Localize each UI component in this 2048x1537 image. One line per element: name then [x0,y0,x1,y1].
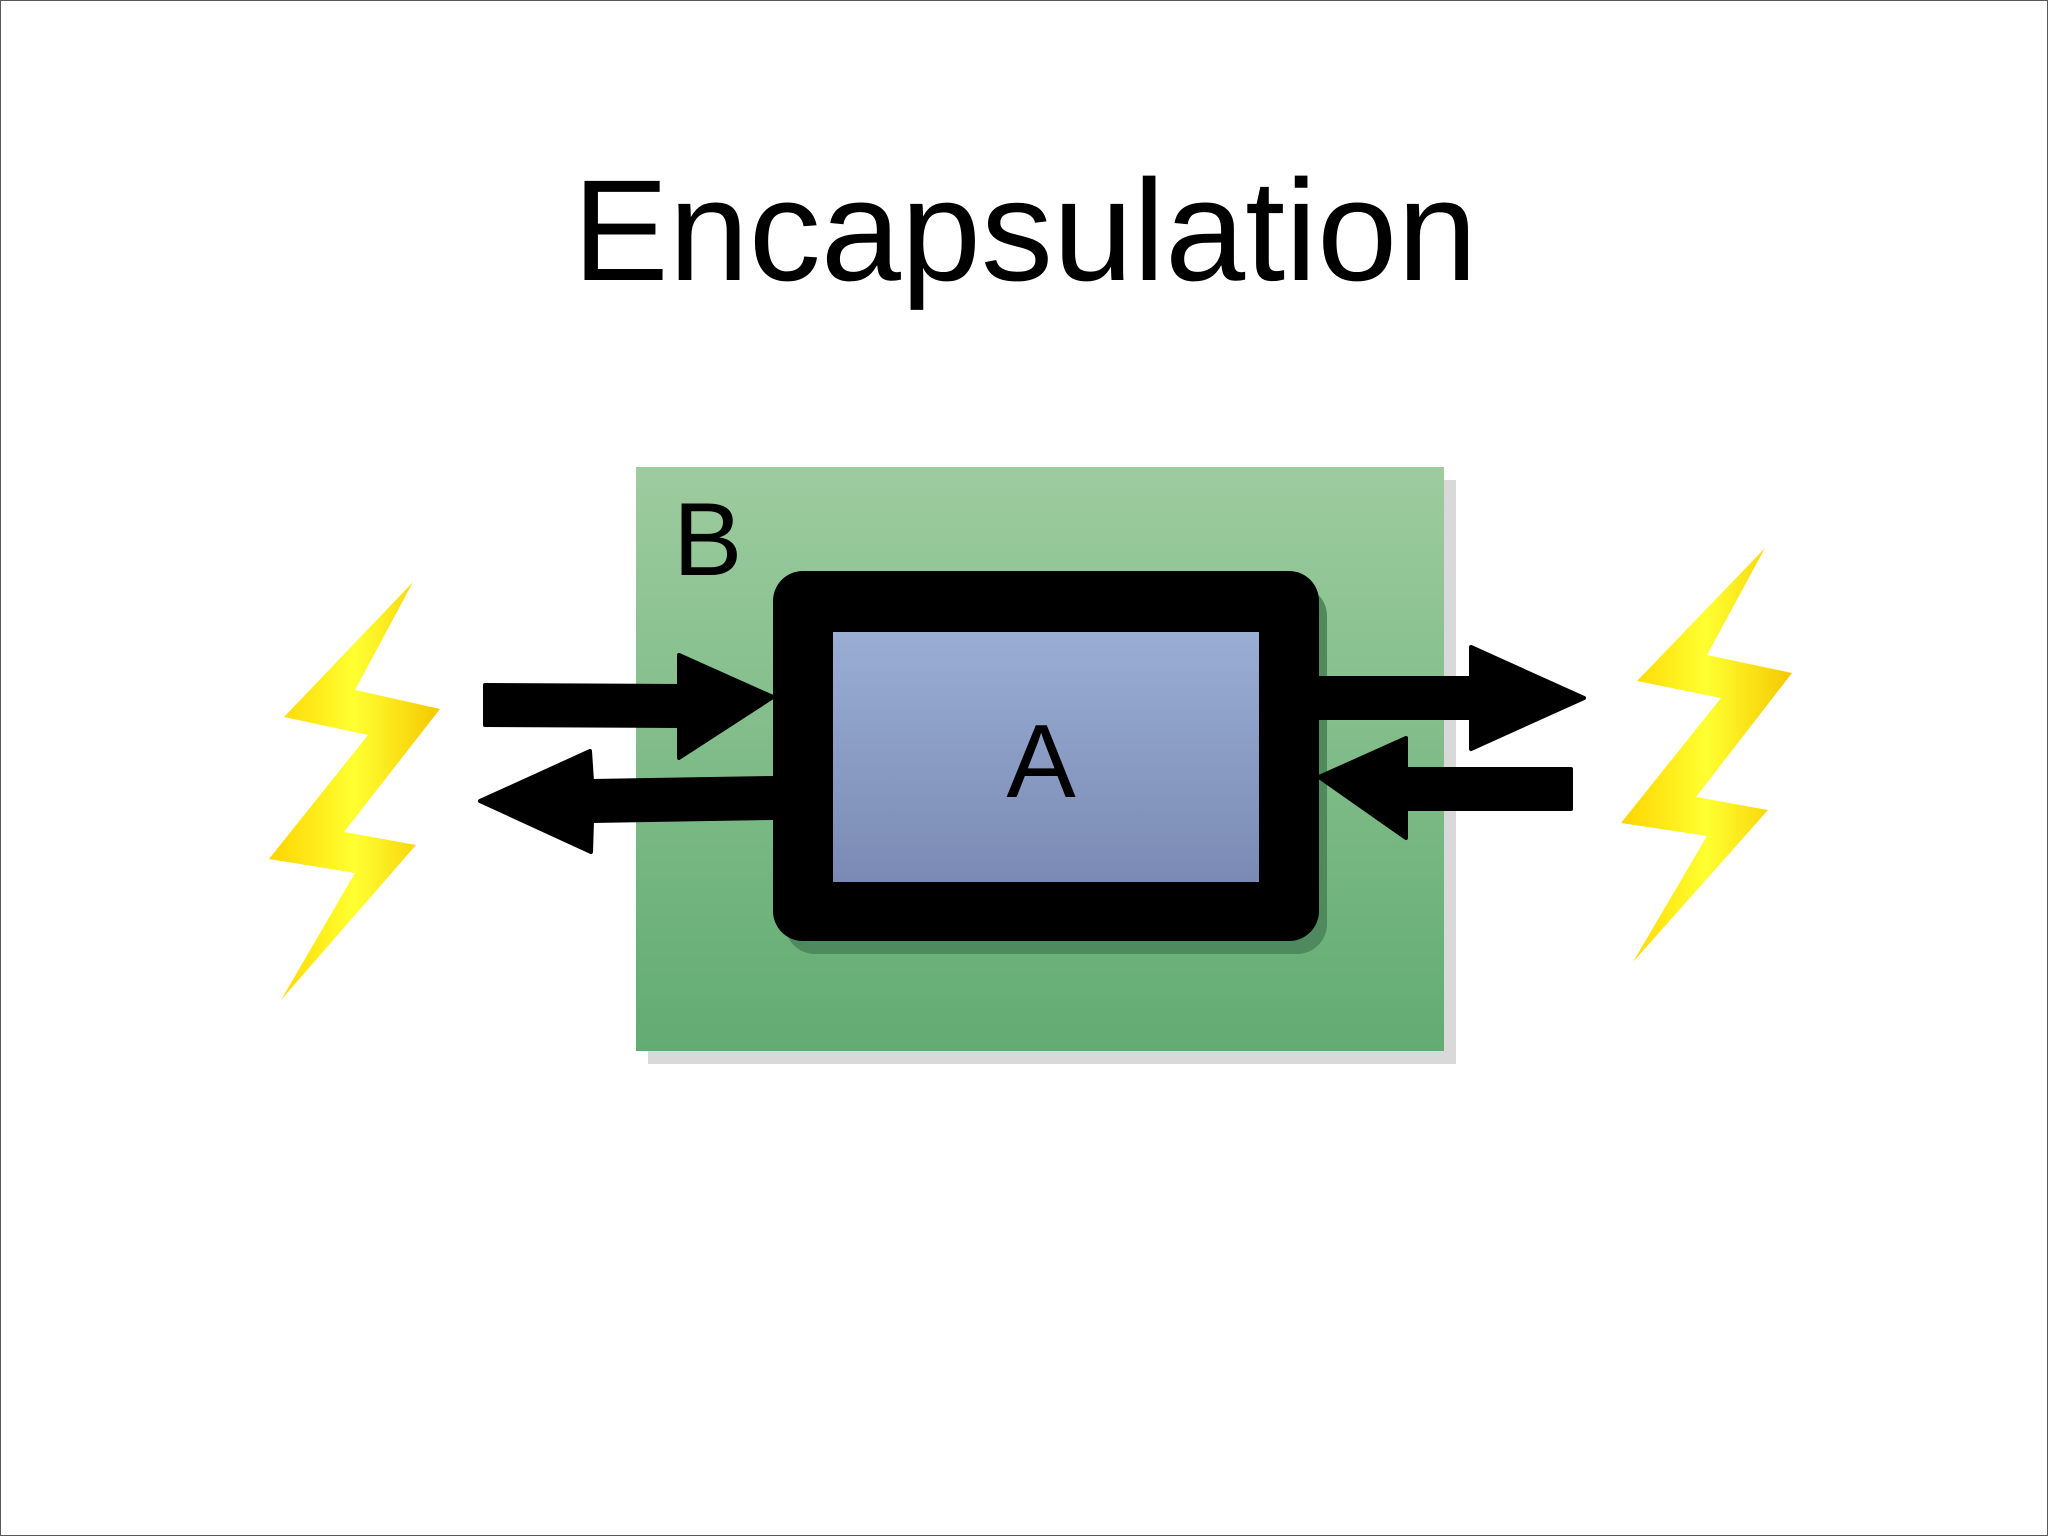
lightning-bolt-right-icon [1621,548,1792,962]
outer-box-label: B [673,482,742,598]
right-arrow-out [1317,645,1586,751]
left-arrow-in [483,653,775,760]
slide-title: Encapsulation [572,150,1478,311]
right-arrow-in [1317,736,1573,840]
inner-box [833,632,1259,882]
inner-box-label: A [1006,704,1076,820]
lightning-bolt-left-icon [269,582,440,1000]
left-arrows [478,653,775,854]
left-arrow-out [478,749,775,854]
right-arrows [1317,645,1586,840]
inner-box-a: A [773,571,1327,954]
